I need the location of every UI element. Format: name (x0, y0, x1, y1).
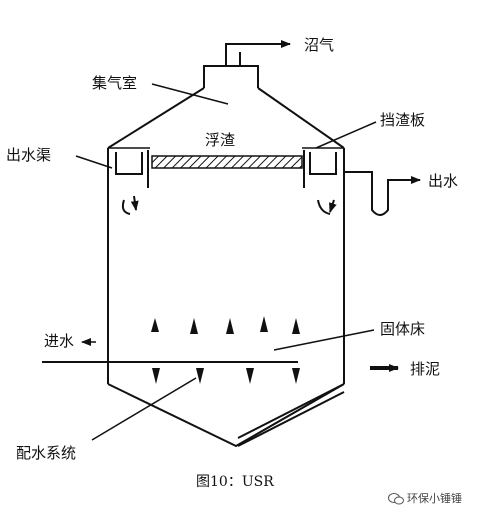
distribution-arrows (152, 368, 300, 384)
scum-layer (151, 155, 303, 169)
label-sludge-discharge: 排泥 (410, 360, 441, 378)
figure-caption: 图10：USR (196, 474, 274, 490)
wechat-icon (388, 493, 404, 505)
effluent-pipe (344, 171, 421, 216)
label-gas-chamber: 集气室 (92, 74, 138, 92)
label-outlet-channel: 出水渠 (6, 146, 52, 164)
upflow-arrows-upper (151, 316, 300, 334)
biogas-pipe (225, 40, 291, 66)
watermark-text: 环保小锤锤 (407, 492, 462, 505)
right-outlet-channel (303, 150, 337, 215)
reactor-shell (107, 65, 345, 448)
label-scum: 浮渣 (205, 131, 236, 149)
label-biogas: 沼气 (304, 36, 335, 54)
label-solid-bed: 固体床 (380, 320, 426, 338)
label-effluent: 出水 (428, 172, 459, 190)
leader-lines (75, 83, 377, 441)
label-distribution-system: 配水系统 (16, 444, 77, 462)
label-influent: 进水 (44, 332, 75, 350)
sludge-pipe (237, 383, 345, 447)
left-outlet-channel (115, 150, 149, 215)
label-baffle: 挡渣板 (380, 111, 426, 129)
